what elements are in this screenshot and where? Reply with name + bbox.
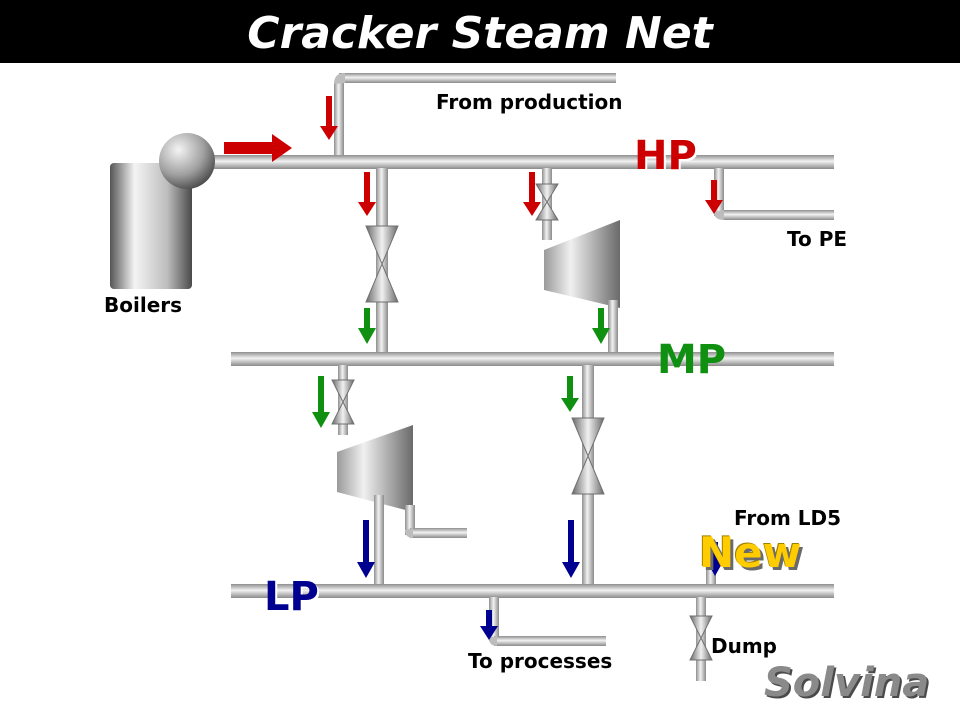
mp-lp-turbine bbox=[337, 425, 413, 512]
hp-arrow-boiler-out bbox=[224, 134, 292, 162]
mp-turbine-valve bbox=[331, 379, 355, 425]
mp-flow-arrows bbox=[312, 308, 610, 428]
from-ld5-label: From LD5 bbox=[734, 506, 842, 530]
mp-arrow-turbine-in bbox=[592, 308, 610, 344]
to-processes-pipe-v bbox=[489, 597, 499, 641]
from-production-label: From production bbox=[436, 90, 623, 114]
mp-turbine-side-pipe-v bbox=[405, 505, 415, 535]
title-bar bbox=[0, 0, 960, 63]
mp-header-pipe bbox=[231, 352, 834, 366]
hp-mp-turbine bbox=[544, 220, 620, 308]
to-pe-pipe-v bbox=[714, 168, 724, 216]
mp-arrow-to-letdown bbox=[561, 376, 579, 412]
mp-turbine-side-pipe-h bbox=[410, 528, 467, 538]
lp-header-label: LP bbox=[264, 574, 319, 620]
hp-arrow-from-production bbox=[320, 96, 338, 140]
lp-arrow-turbine-out bbox=[357, 520, 375, 578]
hp-arrow-to-pe bbox=[705, 180, 723, 214]
to-processes-label: To processes bbox=[468, 649, 613, 673]
to-pe-pipe-h bbox=[722, 210, 834, 220]
hp-turbine-valve bbox=[535, 183, 559, 221]
mp-lp-letdown-valve bbox=[571, 417, 605, 495]
from-production-pipe bbox=[334, 82, 344, 160]
hp-arrow-turbine bbox=[523, 172, 541, 216]
lp-flow-arrows bbox=[357, 520, 724, 640]
dump-label: Dump bbox=[711, 634, 777, 658]
hp-turbine-outlet-pipe bbox=[608, 300, 618, 354]
boiler-drum bbox=[110, 163, 192, 289]
hp-header-pipe bbox=[200, 155, 834, 169]
lp-arrow-from-ld5 bbox=[706, 542, 724, 576]
from-production-pipe-top bbox=[339, 73, 616, 83]
page-title: Cracker Steam Net bbox=[247, 8, 713, 59]
boilers-label: Boilers bbox=[104, 293, 183, 317]
to-pe-label: To PE bbox=[787, 227, 848, 251]
lp-header-pipe bbox=[231, 584, 834, 598]
dump-valve bbox=[689, 615, 713, 661]
lp-arrow-to-processes bbox=[480, 610, 498, 640]
new-badge: New bbox=[699, 528, 802, 577]
mp-arrow-to-turbine bbox=[312, 376, 330, 428]
mp-header-label: MP bbox=[657, 337, 727, 383]
hp-flow-arrows bbox=[224, 96, 723, 216]
boiler-ball-valve bbox=[159, 133, 215, 189]
lp-arrow-letdown-out bbox=[562, 520, 580, 578]
mp-turbine-outlet-pipe bbox=[374, 495, 384, 587]
hp-mp-letdown-valve bbox=[365, 225, 399, 303]
mp-arrow-letdown-in bbox=[358, 308, 376, 344]
solvina-logo: Solvina bbox=[764, 660, 930, 706]
hp-arrow-letdown bbox=[358, 172, 376, 216]
hp-header-label: HP bbox=[634, 133, 697, 179]
to-processes-pipe-h bbox=[494, 636, 606, 646]
